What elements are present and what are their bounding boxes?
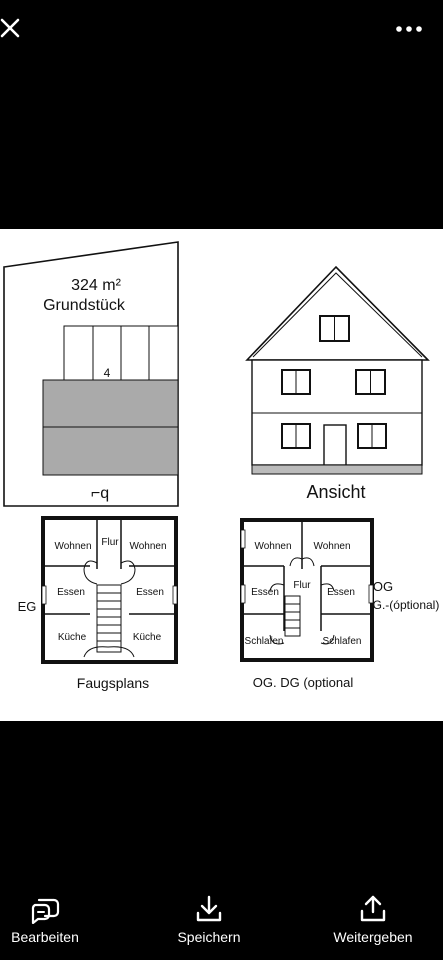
unit-number: 4 [104,366,111,380]
gf-room-wohnen-1: Wohnen [54,541,91,552]
share-icon [360,895,386,922]
gf-room-essen-2: Essen [136,587,164,598]
gf-side-label: EG [18,599,37,614]
og-room-wohnen-2: Wohnen [313,541,350,552]
floor-plan-image[interactable]: 324 m² Grundstück 4 ⌐q [0,229,443,721]
save-label: Speichern [177,929,241,945]
og-room-essen-2: Essen [327,587,355,598]
close-button[interactable] [0,14,30,44]
share-label: Weitergeben [333,929,413,945]
edit-label: Bearbeiten [11,929,79,945]
og-side-label: OG [373,579,393,594]
elevation-label: Ansicht [306,482,365,502]
download-icon [196,895,222,922]
gf-room-kueche-1: Küche [58,632,87,643]
gf-caption: Faugsplans [77,675,149,691]
site-label: Grundstück [43,297,126,314]
gf-room-essen-1: Essen [57,587,85,598]
site-plan: 324 m² Grundstück 4 ⌐q [3,241,179,507]
og-side-label-optional: G.-(óptional) [373,598,440,612]
floor-plan-drawing: 324 m² Grundstück 4 ⌐q [3,241,440,691]
edit-chat-icon [31,898,60,924]
og-room-flur: Flur [293,580,311,591]
close-icon [0,18,20,38]
og-room-wohnen-1: Wohnen [254,541,291,552]
edit-button[interactable]: Bearbeiten [2,880,88,960]
share-button[interactable]: Weitergeben [327,880,419,960]
site-bottom-mark: ⌐q [91,485,109,502]
more-dots-icon [396,26,422,32]
gf-room-kueche-2: Küche [133,632,162,643]
og-room-schlafen-1: Schlafen [245,636,284,647]
more-options-button[interactable] [392,18,428,40]
house-elevation: Ansicht [245,265,430,502]
gf-room-flur: Flur [101,537,119,548]
gf-room-wohnen-2: Wohnen [129,541,166,552]
upper-floor-plan: Wohnen Wohnen Flur Essen Essen Schlafen … [240,518,440,690]
og-caption: OG. DG (optional [253,675,354,690]
site-area: 324 m² [71,277,121,294]
save-button[interactable]: Speichern [168,880,250,960]
bottom-action-bar: Bearbeiten Speichern Weitergeben [0,880,443,960]
og-room-schlafen-2: Schlafen [323,636,362,647]
ground-floor-plan: Wohnen Flur Wohnen Essen Essen Küche Küc… [18,516,178,691]
top-bar [0,0,443,60]
og-room-essen-1: Essen [251,587,279,598]
